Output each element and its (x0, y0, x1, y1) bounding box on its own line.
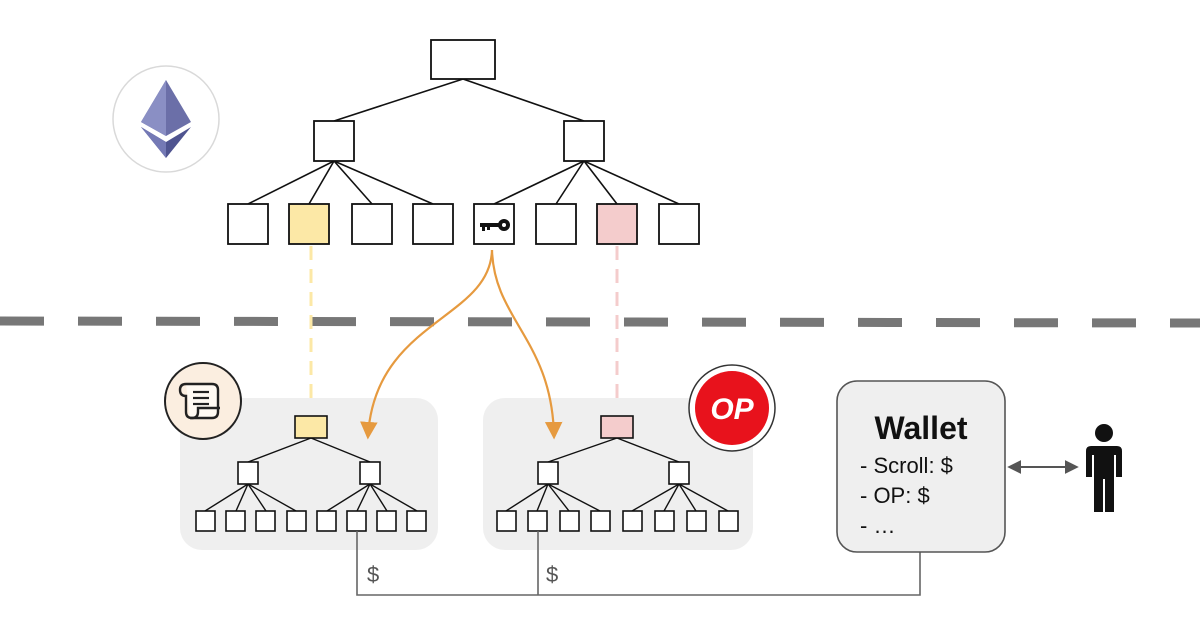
l1-l2-divider (0, 316, 1200, 328)
l2-root-node (600, 415, 634, 439)
tree-node (313, 120, 355, 162)
wallet-box: Wallet - Scroll: $ - OP: $ - … (836, 380, 1006, 553)
root-node (430, 39, 496, 80)
leaf-node (316, 510, 337, 532)
leaf-node (227, 203, 269, 245)
l2-root-node (294, 415, 328, 439)
leaf-node (718, 510, 739, 532)
leaf-node (622, 510, 643, 532)
leaf-node (535, 203, 577, 245)
key-to-op-arrow (490, 249, 563, 440)
leaf-node (346, 510, 367, 532)
wallet-line-scroll: - Scroll: $ (860, 453, 953, 478)
leaf-node (195, 510, 216, 532)
leaf-node (412, 203, 454, 245)
l1-merkle-tree (227, 39, 700, 245)
scroll-funds-label: $ (367, 562, 379, 587)
leaf-node-op-highlight (596, 203, 638, 245)
leaf-node-scroll-highlight (288, 203, 330, 245)
person-icon (1086, 424, 1122, 512)
optimism-logo-icon: OP (688, 364, 776, 452)
tree-node (563, 120, 605, 162)
leaf-node (654, 510, 675, 532)
leaf-node (559, 510, 580, 532)
tree-node (537, 461, 559, 485)
leaf-node (286, 510, 307, 532)
leaf-node (351, 203, 393, 245)
leaf-node (406, 510, 427, 532)
tree-edges (247, 78, 680, 205)
wallet-line-op: - OP: $ (860, 483, 930, 508)
wallet-line-more: - … (860, 513, 895, 538)
leaf-node (527, 510, 548, 532)
scroll-logo-icon (164, 362, 242, 440)
leaf-node (255, 510, 276, 532)
wallet-title: Wallet (874, 410, 967, 446)
tree-node (668, 461, 690, 485)
funds-connector (356, 531, 921, 596)
leaf-node (225, 510, 246, 532)
tree-node (237, 461, 259, 485)
leaf-node (376, 510, 397, 532)
leaf-node (658, 203, 700, 245)
tree-node (359, 461, 381, 485)
key-icon (480, 219, 510, 231)
op-funds-label: $ (546, 562, 558, 587)
op-logo-text: OP (710, 393, 754, 426)
leaf-node (686, 510, 707, 532)
leaf-node (590, 510, 611, 532)
ethereum-logo-icon (112, 65, 220, 173)
key-to-scroll-arrow (360, 249, 494, 440)
leaf-node (496, 510, 517, 532)
